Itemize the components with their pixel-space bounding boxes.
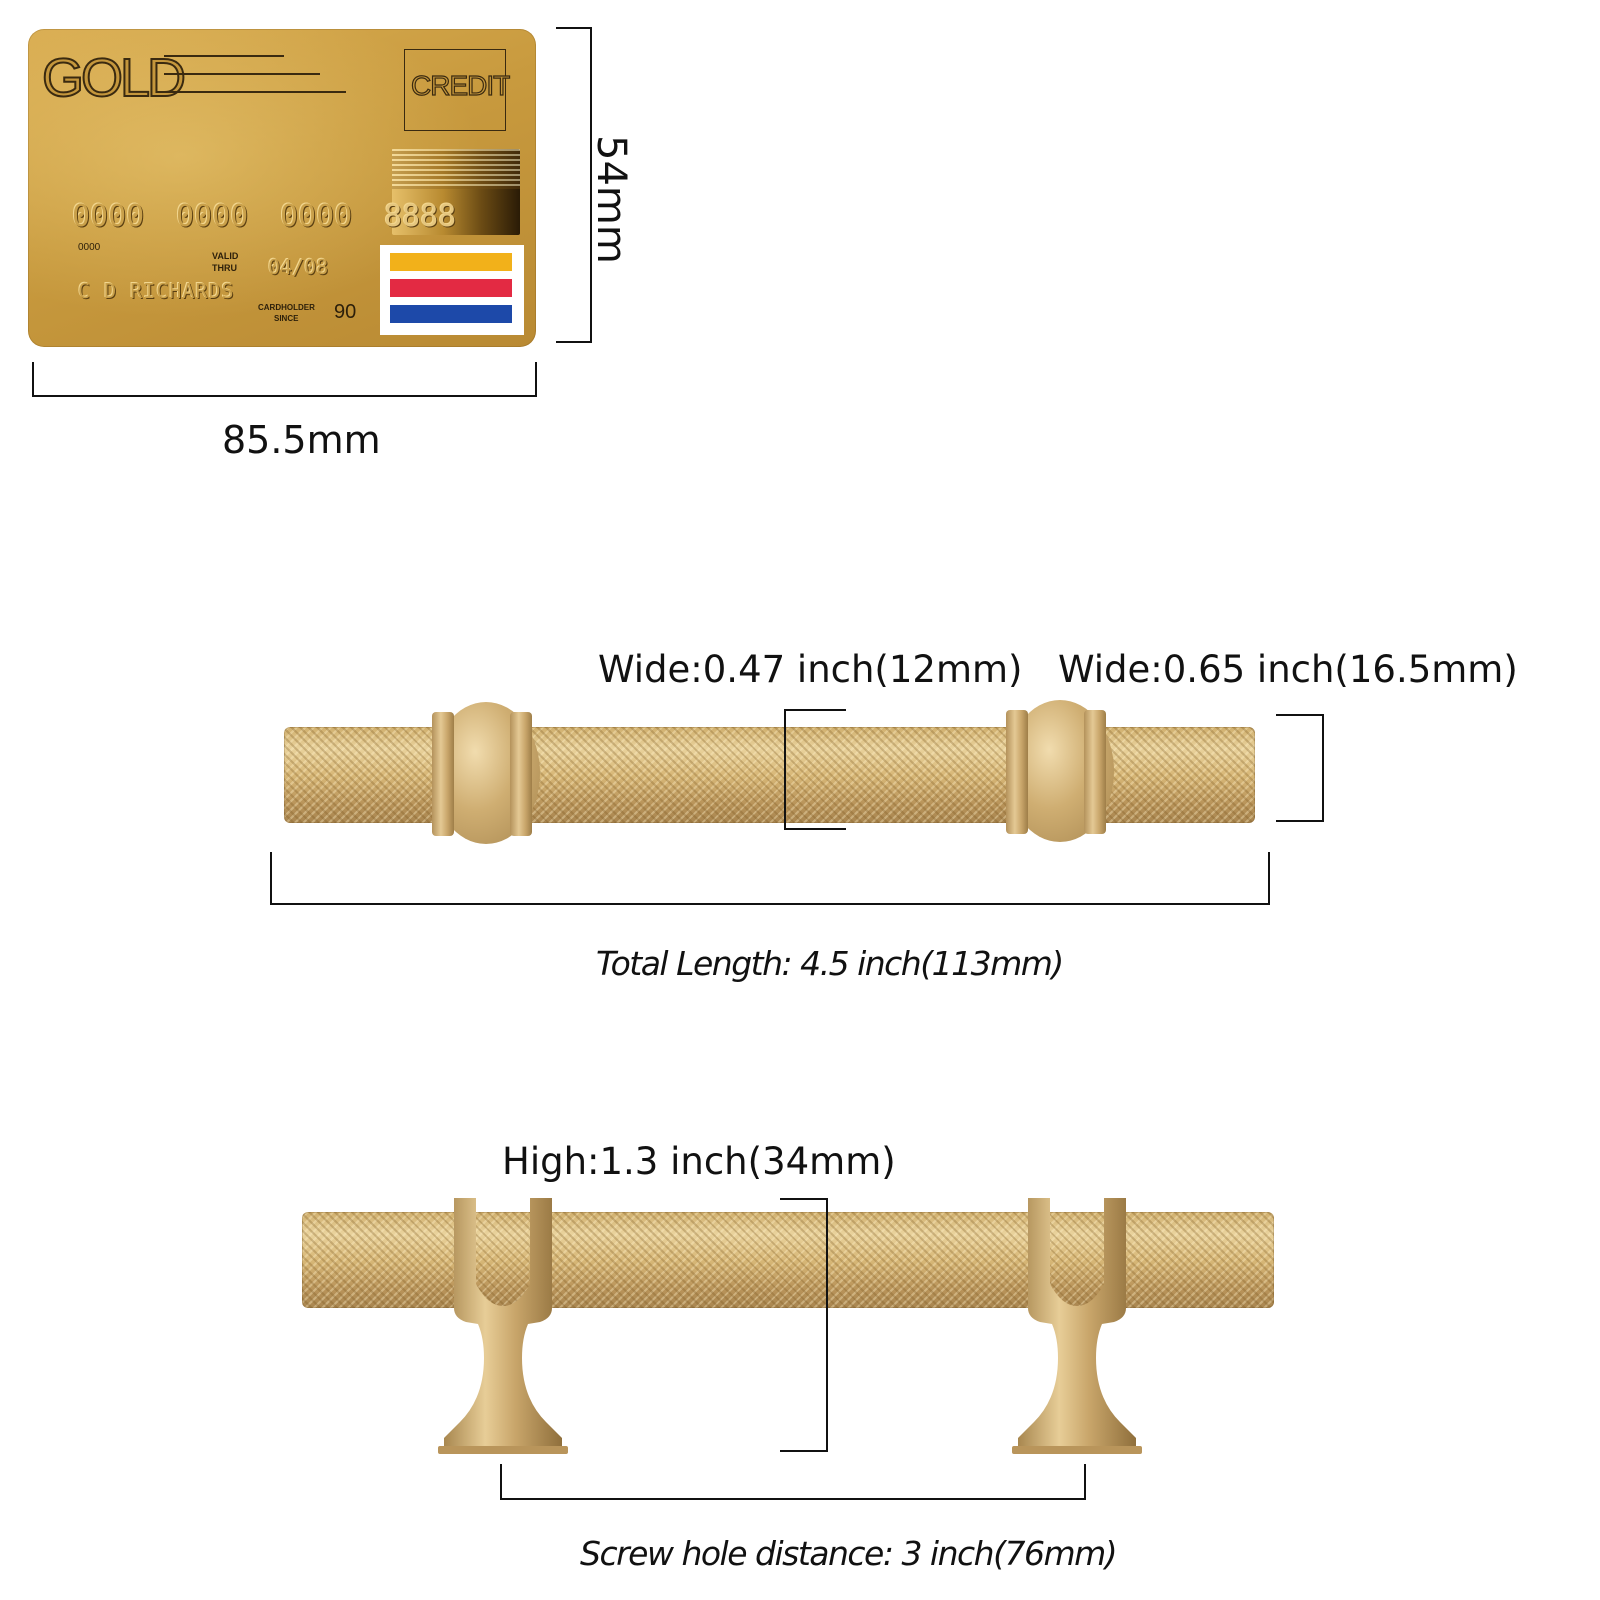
card-type-label: CREDIT (410, 69, 510, 101)
flag-stripe-yellow (390, 253, 512, 271)
flag-stripe-red (390, 279, 512, 297)
card-small-number: 0000 (78, 242, 101, 253)
screw-hole-label: Screw hole distance: 3 inch(76mm) (580, 1534, 1118, 1573)
height-bracket-bottom (780, 1450, 828, 1452)
collar-ring (1084, 710, 1106, 834)
card-type-box: CREDIT (404, 49, 511, 131)
card-width-bracket-right (535, 362, 537, 397)
card-number-group-4: 8888 (384, 199, 457, 234)
valid-label-line2: THRU (212, 263, 237, 273)
height-bracket (826, 1198, 828, 1452)
card-hologram (392, 149, 520, 235)
card-height-bracket (590, 27, 592, 343)
since-year: 90 (334, 301, 357, 323)
card-decor-line (164, 73, 320, 75)
cardholder-name: C D RICHARDS (78, 279, 235, 303)
total-length-bracket-right (1268, 852, 1270, 905)
bar-wide-label: Wide:0.47 inch(12mm) (598, 648, 1023, 691)
bar-wide-bracket (784, 709, 786, 830)
total-length-label: Total Length: 4.5 inch(113mm) (596, 944, 1064, 983)
valid-date: 04/08 (268, 255, 329, 279)
flag-stripe-blue (390, 305, 512, 323)
handle-post-left (438, 1198, 568, 1454)
card-decor-line (164, 55, 284, 57)
hologram-stripes (392, 149, 520, 189)
height-bracket-top (780, 1198, 828, 1200)
height-label: High:1.3 inch(34mm) (502, 1140, 896, 1183)
card-width-bracket-left (32, 362, 34, 397)
card-height-bracket-bottom (556, 341, 592, 343)
bar-wide-bracket-bottom (784, 828, 846, 830)
card-height-label: 54mm (588, 135, 634, 264)
card-width-bracket (32, 395, 537, 397)
base-wide-bracket-top (1276, 714, 1324, 716)
total-length-bracket-left (270, 852, 272, 905)
card-number-group-3: 0000 (280, 199, 353, 234)
collar-ring (510, 712, 532, 836)
screw-hole-bracket-left (500, 1464, 502, 1500)
valid-label-line1: VALID (212, 251, 239, 261)
card-network-logo (380, 245, 524, 335)
card-brand: GOLD (41, 47, 187, 109)
card-number-group-1: 0000 (72, 199, 145, 234)
card-height-bracket-top (556, 27, 592, 29)
bar-wide-bracket-top (784, 709, 846, 711)
collar-ring (432, 712, 454, 836)
screw-hole-bracket-right (1084, 1464, 1086, 1500)
since-label-line2: SINCE (274, 314, 299, 323)
card-width-label: 85.5mm (222, 418, 381, 462)
since-label-line1: CARDHOLDER (258, 303, 315, 312)
card-number-group-2: 0000 (176, 199, 249, 234)
base-wide-bracket-bottom (1276, 820, 1324, 822)
credit-card-reference: GOLD CREDIT 0000 0000 0000 8888 0000 VAL… (28, 29, 536, 347)
card-decor-line (164, 91, 346, 93)
base-wide-bracket (1322, 714, 1324, 822)
handle-post-right (1012, 1198, 1142, 1454)
base-wide-label: Wide:0.65 inch(16.5mm) (1058, 648, 1518, 691)
total-length-bracket (270, 903, 1270, 905)
screw-hole-bracket (500, 1498, 1086, 1500)
collar-ring (1006, 710, 1028, 834)
